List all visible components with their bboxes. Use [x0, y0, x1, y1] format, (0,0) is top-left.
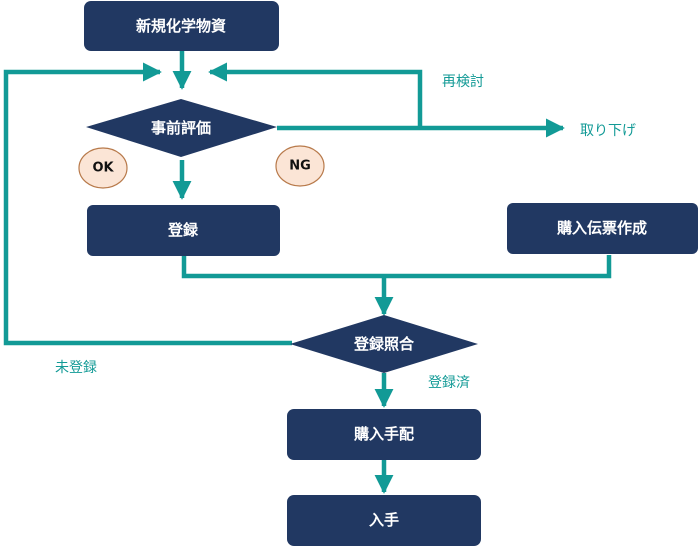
node-acquisition[interactable]: 入手 — [287, 495, 481, 546]
node-registration-check[interactable]: 登録照合 — [290, 315, 478, 373]
badge-ok: OK — [78, 147, 128, 189]
label-withdraw: 取り下げ — [580, 123, 636, 139]
node-purchase-arrangement[interactable]: 購入手配 — [287, 409, 481, 460]
node-pre-evaluation[interactable]: 事前評価 — [86, 99, 277, 157]
node-registration-label: 登録 — [167, 221, 199, 239]
node-registration-check-label: 登録照合 — [353, 335, 415, 353]
edge-unregistered-loop — [3, 62, 292, 346]
node-purchase-slip-label: 購入伝票作成 — [556, 219, 647, 237]
node-purchase-slip[interactable]: 購入伝票作成 — [507, 203, 698, 254]
node-new-chemical-label: 新規化学物資 — [136, 17, 226, 35]
badge-ng: NG — [275, 145, 325, 187]
node-pre-evaluation-label: 事前評価 — [151, 119, 211, 137]
node-new-chemical[interactable]: 新規化学物資 — [84, 1, 279, 51]
edge-reconsider-loop — [208, 62, 423, 128]
label-reconsider: 再検討 — [442, 74, 484, 90]
node-purchase-arrangement-label: 購入手配 — [353, 425, 414, 443]
label-registered: 登録済 — [428, 375, 470, 391]
node-acquisition-label: 入手 — [369, 511, 399, 529]
label-unregistered: 未登録 — [55, 360, 97, 376]
badge-ok-label: OK — [92, 161, 114, 176]
edge-registration-merge — [181, 255, 612, 279]
badge-ng-label: NG — [289, 159, 311, 174]
node-registration[interactable]: 登録 — [87, 205, 280, 256]
